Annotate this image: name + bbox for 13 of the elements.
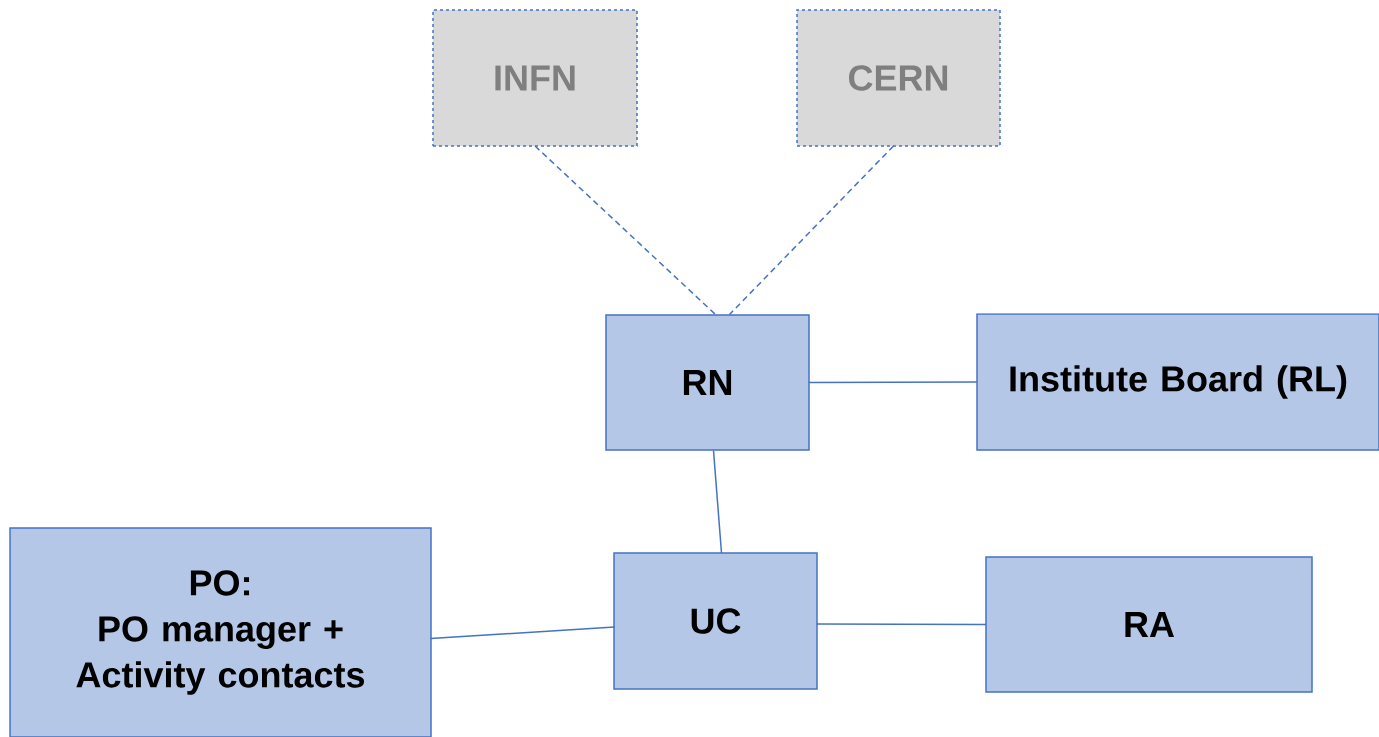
process-box: PO: PO manager + Activity contacts (9, 527, 432, 737)
organization-box: INFN (432, 9, 638, 147)
process-box: RA (985, 556, 1313, 693)
process-box: RN (605, 314, 810, 451)
organization-box: CERN (796, 9, 1001, 147)
connector-line (712, 449, 723, 554)
process-box: UC (613, 552, 818, 690)
connector-line (807, 381, 978, 384)
connector-line (728, 145, 895, 316)
connector-line (534, 145, 717, 316)
connector-line (429, 626, 616, 640)
connector-line (815, 623, 987, 626)
process-box: Institute Board (RL) (976, 313, 1379, 451)
